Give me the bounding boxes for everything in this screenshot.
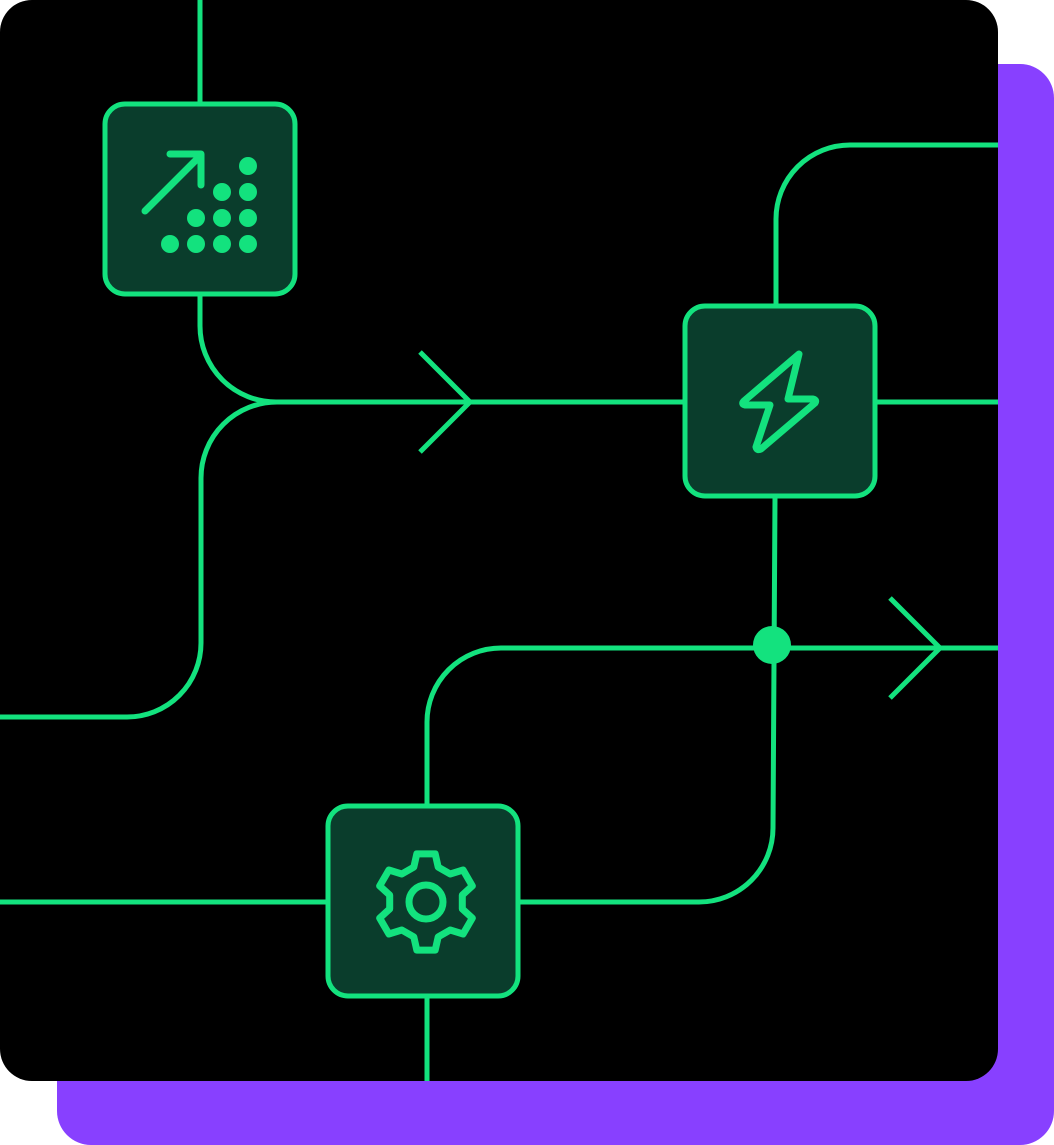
connector-power-top xyxy=(773,142,998,306)
arrowhead-lower xyxy=(888,596,943,700)
diagram-canvas xyxy=(0,0,998,1081)
gear-icon xyxy=(376,850,476,954)
junction-dot xyxy=(753,626,791,664)
arrowhead-main xyxy=(418,350,473,454)
connector-power-to-gear xyxy=(518,497,778,905)
connection-diagram xyxy=(0,0,998,1081)
settings-node[interactable] xyxy=(325,803,521,999)
lightning-bolt-icon xyxy=(739,350,820,454)
connector-growth-to-main xyxy=(197,296,684,405)
trend-arrow-dots-icon xyxy=(141,150,257,253)
power-node[interactable] xyxy=(682,303,878,499)
growth-node[interactable] xyxy=(102,101,298,297)
connector-left-inlet xyxy=(0,399,278,720)
connector-gear-top xyxy=(424,645,998,806)
